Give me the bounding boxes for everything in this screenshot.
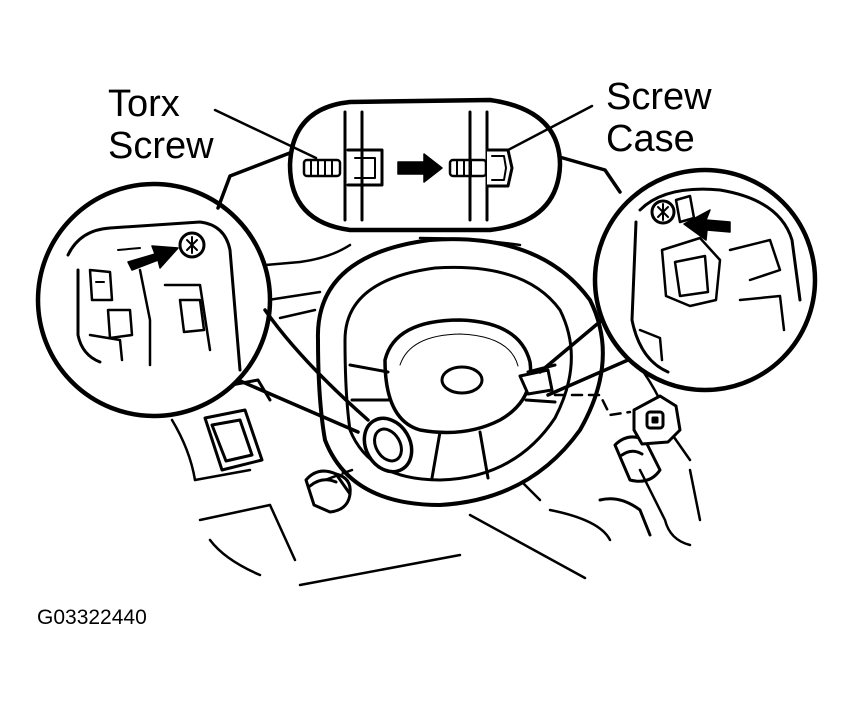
torx-screw-label-line2: Screw	[108, 125, 214, 167]
torx-screw-label-line1: Torx	[108, 83, 180, 125]
left-detail-circle	[35, 181, 370, 434]
screw-case-label-line1: Screw	[606, 76, 712, 118]
torx-screw-label: Torx Screw	[108, 83, 214, 167]
screw-case-label: Screw Case	[606, 76, 712, 160]
ignition-knob	[304, 469, 352, 514]
right-detail-circle	[538, 167, 818, 397]
steering-wheel	[315, 237, 605, 507]
screw-case-label-line2: Case	[606, 118, 695, 160]
top-detail-capsule	[213, 97, 622, 233]
right-console	[598, 435, 662, 537]
screw-case-part	[632, 394, 682, 446]
figure-code: G03322440	[37, 606, 147, 629]
dashed-guides	[323, 393, 632, 482]
